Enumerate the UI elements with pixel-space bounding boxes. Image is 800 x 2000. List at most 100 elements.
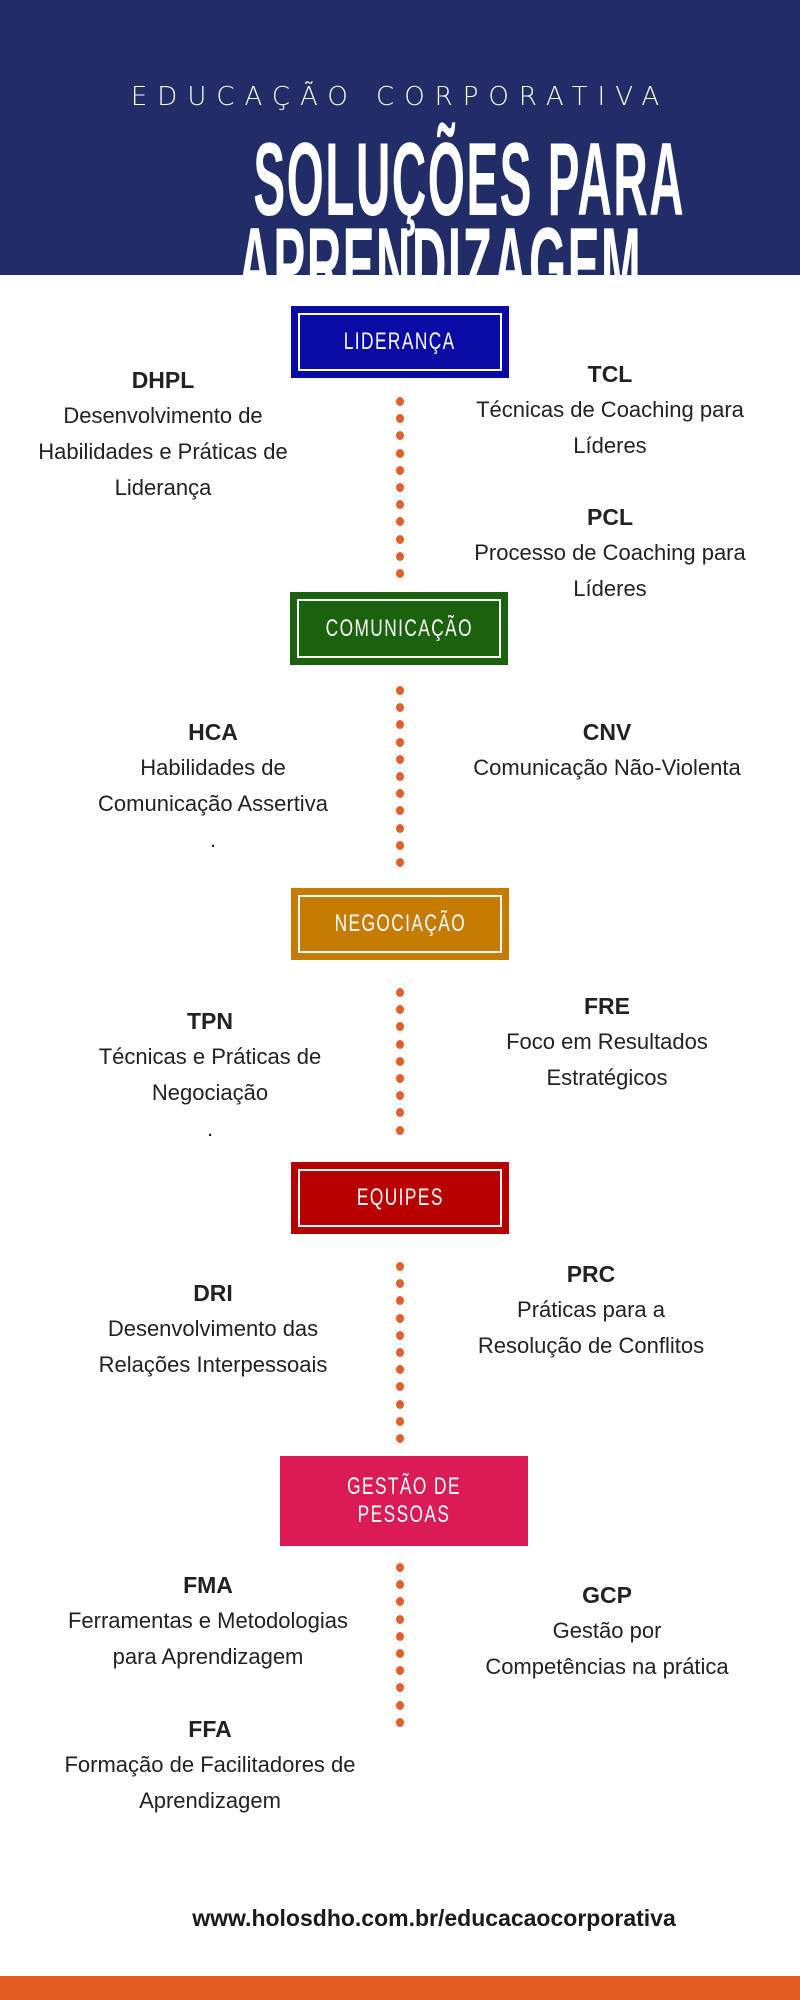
timeline-dot xyxy=(396,754,404,764)
timeline-dot xyxy=(396,772,404,781)
timeline-dot xyxy=(396,414,404,424)
timeline-dot xyxy=(396,823,404,833)
title-text: APRENDIZAGEM xyxy=(237,207,643,323)
course-description: Comunicação Não-Violenta xyxy=(473,755,741,780)
course-code: HCA xyxy=(188,719,238,745)
course-code: DRI xyxy=(193,1280,233,1306)
timeline-dot xyxy=(396,1597,404,1607)
course-description: Desenvolvimento de Habilidades e Prática… xyxy=(38,403,288,500)
course-item-dri: DRI Desenvolvimento das Relações Interpes… xyxy=(3,1275,423,1383)
category-box-equipes: EQUIPES xyxy=(291,1162,509,1234)
course-description: Desenvolvimento das Relações Interpessoa… xyxy=(98,1316,328,1377)
timeline-dot xyxy=(396,551,404,561)
course-code: FRE xyxy=(584,993,630,1019)
course-description: Processo de Coaching para Líderes xyxy=(474,540,746,601)
timeline-dot xyxy=(396,397,404,406)
timeline-dot xyxy=(396,806,404,816)
course-item-prc: PRC Práticas para a Resolução de Conflito… xyxy=(381,1256,800,1364)
timeline-dot xyxy=(396,1683,404,1693)
timeline-dot xyxy=(396,1382,404,1392)
timeline-dot xyxy=(396,1056,404,1066)
course-description: Habilidades de Comunicação Assertiva . xyxy=(98,755,328,852)
timeline-dot xyxy=(396,988,404,997)
timeline-dot xyxy=(396,1563,404,1572)
timeline-dot xyxy=(396,465,404,475)
course-code: TPN xyxy=(187,1008,233,1034)
course-item-hca: HCA Habilidades de Comunicação Assertiva … xyxy=(3,714,423,858)
timeline-dot xyxy=(396,1434,404,1443)
category-label: NEGOCIAÇÃO xyxy=(334,910,466,937)
course-code: FFA xyxy=(188,1716,232,1742)
timeline-dot xyxy=(396,500,404,510)
course-item-pcl: PCL Processo de Coaching para Líderes xyxy=(400,499,800,607)
header-subtitle: EDUCAÇÃO CORPORATIVA xyxy=(130,82,670,112)
timeline-dot xyxy=(396,1416,404,1426)
timeline-dot xyxy=(396,703,404,713)
course-description: Gestão por Competências na prática xyxy=(485,1618,729,1679)
timeline-dot xyxy=(396,448,404,458)
timeline-dot xyxy=(396,1365,404,1375)
timeline-dot xyxy=(396,1296,404,1306)
timeline-dot xyxy=(396,1022,404,1032)
timeline-dot xyxy=(396,737,404,747)
course-description: Formação de Facilitadores de Aprendizage… xyxy=(64,1752,356,1813)
timeline-dot xyxy=(396,1279,404,1289)
course-item-tpn: TPN Técnicas e Práticas de Negociação . xyxy=(0,1003,420,1147)
category-box-negociacao: NEGOCIAÇÃO xyxy=(291,888,509,960)
timeline-dot xyxy=(396,1262,404,1271)
course-code: PCL xyxy=(587,504,633,530)
timeline-dot xyxy=(396,1074,404,1083)
course-code: TCL xyxy=(587,361,633,387)
category-box-lideranca: LIDERANÇA xyxy=(291,306,509,378)
course-item-ffa: FFA Formação de Facilitadores de Aprendiz… xyxy=(0,1711,420,1819)
header-banner: EDUCAÇÃO CORPORATIVA SOLUÇÕES PARA APREN… xyxy=(0,0,800,317)
category-label: COMUNICAÇÃO xyxy=(325,614,473,642)
title-text: SOLUÇÕES PARA xyxy=(253,122,686,238)
timeline-dot xyxy=(396,1580,404,1590)
timeline-dot xyxy=(396,1108,404,1118)
header-title-line1: SOLUÇÕES PARA xyxy=(0,128,800,232)
timeline-dot xyxy=(396,517,404,527)
timeline-dot xyxy=(396,1091,404,1101)
timeline-dot xyxy=(396,1348,404,1357)
course-code: GCP xyxy=(582,1582,632,1608)
course-description: Práticas para a Resolução de Conflitos xyxy=(477,1297,705,1358)
course-item-cnv: CNV Comunicação Não-Violenta xyxy=(397,714,800,786)
timeline-dot xyxy=(396,1700,404,1710)
category-label: LIDERANÇA xyxy=(344,328,456,355)
category-box-gestao-de-pessoas: GESTÃO DE PESSOAS xyxy=(280,1456,528,1546)
timeline-dot xyxy=(396,686,404,695)
course-code: CNV xyxy=(582,719,632,745)
timeline-dot xyxy=(396,840,404,850)
timeline-dot xyxy=(396,1666,404,1676)
course-item-fre: FRE Foco em Resultados Estratégicos xyxy=(397,988,800,1096)
timeline-dot xyxy=(396,789,404,799)
timeline-dot xyxy=(396,1125,404,1135)
timeline-dot xyxy=(396,569,404,578)
course-description: Foco em Resultados Estratégicos xyxy=(506,1029,708,1090)
timeline-dot xyxy=(396,1313,404,1323)
footer-bar xyxy=(0,1976,800,2000)
timeline-dot xyxy=(396,1039,404,1049)
timeline-dot xyxy=(396,483,404,492)
course-description: Ferramentas e Metodologias para Aprendiz… xyxy=(67,1608,349,1669)
course-description: Técnicas de Coaching para Líderes xyxy=(476,397,744,458)
timeline-dot xyxy=(396,534,404,544)
website-url[interactable]: www.holosdho.com.br/educacaocorporativa xyxy=(192,1905,676,1931)
course-item-gcp: GCP Gestão por Competências na prática xyxy=(397,1577,800,1685)
timeline-dot xyxy=(396,431,404,441)
header-title-line2: APRENDIZAGEM xyxy=(0,213,800,317)
timeline-dot xyxy=(396,858,404,867)
timeline-dot xyxy=(396,1649,404,1658)
course-description: Técnicas e Práticas de Negociação . xyxy=(98,1044,322,1141)
course-code: PRC xyxy=(566,1261,616,1287)
category-label: GESTÃO DE PESSOAS xyxy=(347,1473,461,1528)
category-label: EQUIPES xyxy=(356,1184,444,1211)
timeline-dot xyxy=(396,1005,404,1015)
timeline-dot xyxy=(396,1399,404,1409)
category-box-comunicacao: COMUNICAÇÃO xyxy=(290,592,508,665)
timeline-dot xyxy=(396,1631,404,1641)
timeline-dot xyxy=(396,1330,404,1340)
course-code: DHPL xyxy=(131,367,195,393)
